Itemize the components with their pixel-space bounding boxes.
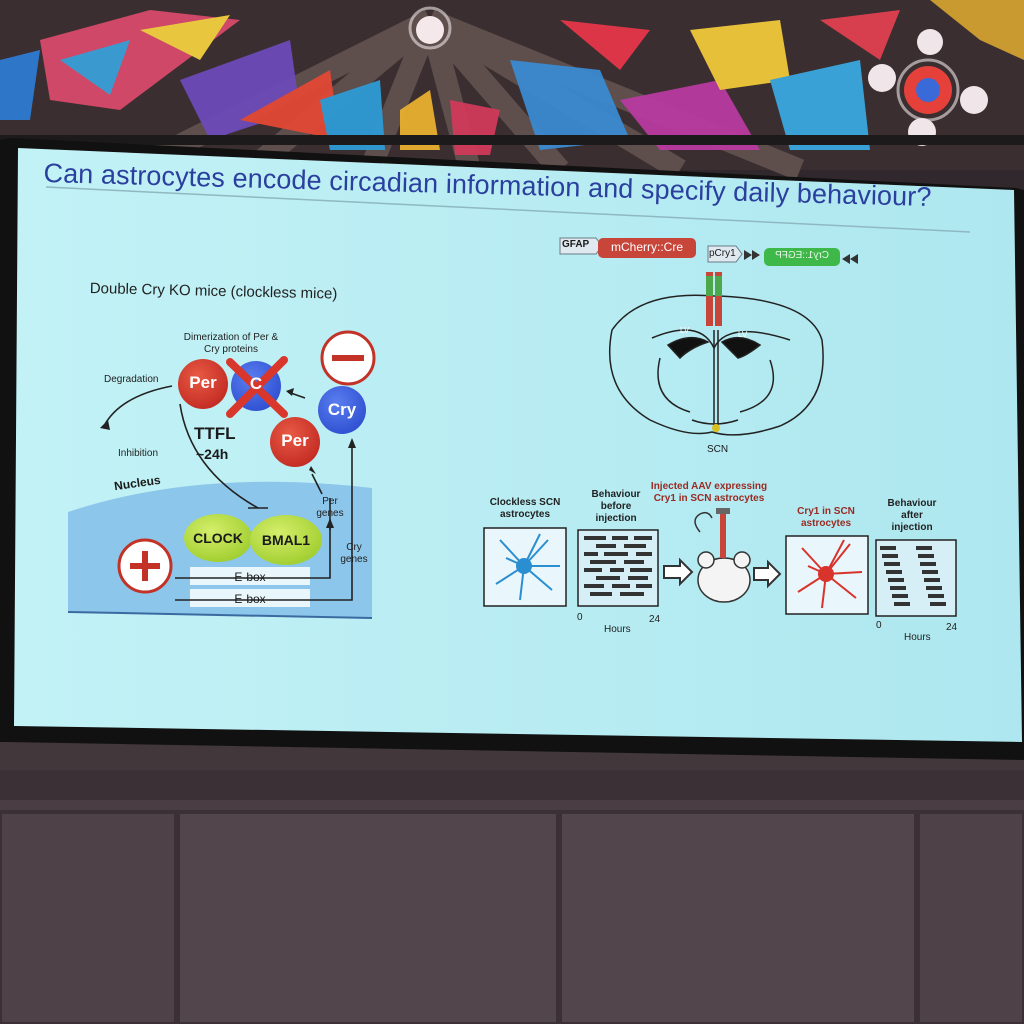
ttfl-label: TTFL	[194, 424, 236, 443]
actogram-after-bars	[880, 546, 946, 606]
before-label: Behaviour before injection	[591, 489, 641, 524]
bmal-label: BMAL1	[261, 532, 311, 548]
cry-circle	[318, 386, 366, 434]
before-axis-label: Hours	[604, 624, 631, 635]
per2-label: Per	[281, 431, 309, 450]
injected-label: Injected AAV expressing Cry1 in SCN astr…	[650, 481, 768, 504]
egfp-label: Cry1::EGFP	[775, 250, 829, 261]
wall-panel-0	[0, 810, 178, 1024]
clockless-label: Clockless SCN astrocytes	[489, 497, 561, 520]
after-axis-start: 0	[876, 620, 882, 631]
per-genes-label: Per genes	[316, 496, 344, 519]
mouse-illustration	[694, 511, 751, 603]
actogram-before-bars	[584, 536, 652, 596]
scn-label: SCN	[707, 444, 729, 455]
per-circle-2	[270, 417, 320, 467]
lv-left	[666, 336, 710, 360]
ebox-2	[190, 589, 310, 607]
wall-panel-1	[176, 810, 560, 1024]
pcry-promoter	[707, 245, 743, 263]
clock-label: CLOCK	[193, 530, 243, 546]
clock-oval	[184, 514, 252, 562]
after-axis-label: Hours	[904, 632, 931, 643]
mcherry-label: mCherry::Cre	[610, 240, 683, 254]
crossed-label: C	[249, 374, 263, 393]
after-label: Behaviour after injection	[887, 498, 937, 533]
ttfl-diagram	[67, 330, 376, 619]
slide-surface	[14, 148, 1022, 742]
ebox-1	[190, 567, 310, 585]
syringe-pair	[706, 272, 722, 432]
egfp-box	[764, 248, 840, 266]
wall-panel-2	[558, 810, 918, 1024]
period-label: ~24h	[196, 446, 229, 462]
lv-left-label: LV	[680, 326, 690, 335]
screen-housing	[0, 135, 1024, 145]
viral-construct	[559, 237, 858, 266]
ebox-2-label: E-box	[234, 592, 266, 606]
cry1-label: Cry1 in SCN astrocytes	[797, 506, 855, 529]
after-axis-end: 24	[946, 622, 958, 633]
inhibition-label: Inhibition	[118, 448, 159, 459]
bmal-oval	[250, 515, 322, 565]
gfap-label: GFAP	[562, 239, 590, 250]
rose-window	[0, 0, 1024, 181]
ebox-1-label: E-box	[234, 570, 266, 584]
lv-right	[720, 336, 762, 359]
pcry-label: pCry1	[709, 248, 736, 259]
degradation-label: Degradation	[104, 374, 159, 385]
dimerization-label: Dimerization of Per & Cry proteins	[183, 332, 279, 355]
lv-right-label: LV	[738, 330, 748, 339]
brain-section	[608, 294, 824, 436]
cry-genes-label: Cry genes	[340, 542, 368, 565]
wall-panel-3	[916, 810, 1024, 1024]
cross-out-icon	[226, 356, 288, 418]
mcherry-box	[598, 238, 696, 258]
syringe	[720, 514, 726, 558]
per-circle	[178, 359, 228, 409]
before-axis-end: 24	[649, 614, 661, 625]
before-axis-start: 0	[577, 612, 583, 623]
cry-label: Cry	[327, 400, 357, 419]
workflow-panels	[483, 508, 957, 617]
per-label: Per	[189, 373, 217, 392]
